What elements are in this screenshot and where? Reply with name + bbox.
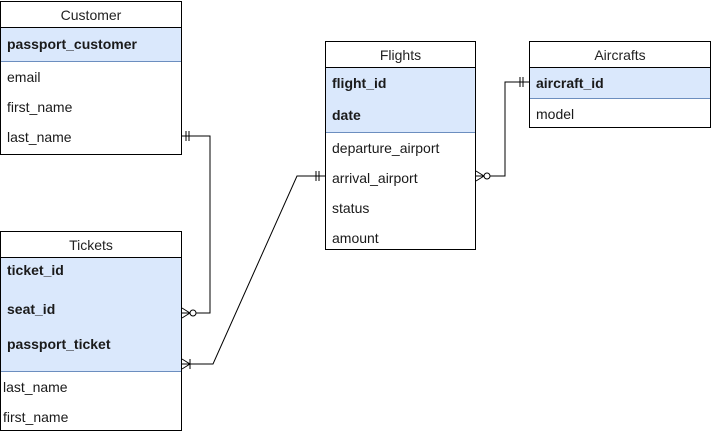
customer-entity[interactable]: Customer passport_customer email first_n… (0, 1, 182, 155)
flights-field-arrival-airport[interactable]: arrival_airport (332, 170, 418, 186)
aircrafts-field-model[interactable]: model (536, 105, 575, 122)
aircrafts-entity[interactable]: Aircrafts aircraft_id model (529, 41, 711, 128)
customer-keys: passport_customer (1, 28, 181, 62)
aircrafts-title: Aircrafts (530, 42, 710, 68)
tickets-field-last-name[interactable]: last_name (3, 379, 68, 395)
tickets-key-passport-ticket[interactable]: passport_ticket (7, 336, 111, 352)
tickets-title: Tickets (1, 232, 181, 258)
relationship-customer-tickets[interactable] (181, 131, 211, 319)
customer-field-email[interactable]: email (7, 69, 41, 85)
tickets-keys: ticket_id seat_id passport_ticket (1, 258, 181, 372)
relationship-aircrafts-flights[interactable] (475, 77, 529, 182)
relationship-flights-tickets[interactable] (181, 171, 325, 370)
flights-field-departure-airport[interactable]: departure_airport (332, 140, 440, 156)
flights-title: Flights (326, 42, 475, 68)
tickets-entity[interactable]: Tickets ticket_id seat_id passport_ticke… (0, 231, 182, 431)
flights-key-flight-id[interactable]: flight_id (332, 75, 387, 91)
aircrafts-fields: model (530, 99, 710, 128)
customer-key-passport-customer[interactable]: passport_customer (7, 36, 137, 52)
aircrafts-key-aircraft-id[interactable]: aircraft_id (536, 74, 604, 91)
customer-field-first-name[interactable]: first_name (7, 99, 73, 115)
aircrafts-keys: aircraft_id (530, 68, 710, 99)
customer-field-last-name[interactable]: last_name (7, 129, 72, 145)
flights-key-date[interactable]: date (332, 106, 361, 123)
flights-entity[interactable]: Flights flight_id date departure_airport… (325, 41, 476, 250)
tickets-key-ticket-id[interactable]: ticket_id (7, 262, 64, 278)
flights-field-amount[interactable]: amount (332, 230, 379, 246)
tickets-key-seat-id[interactable]: seat_id (7, 300, 56, 317)
tickets-field-first-name[interactable]: first_name (3, 409, 69, 425)
flights-keys: flight_id date (326, 68, 475, 133)
customer-title: Customer (1, 2, 181, 28)
tickets-fields: last_name first_name (1, 372, 181, 432)
flights-field-status[interactable]: status (332, 200, 370, 216)
customer-fields: email first_name last_name (1, 62, 181, 152)
flights-fields: departure_airport arrival_airport status… (326, 133, 475, 253)
